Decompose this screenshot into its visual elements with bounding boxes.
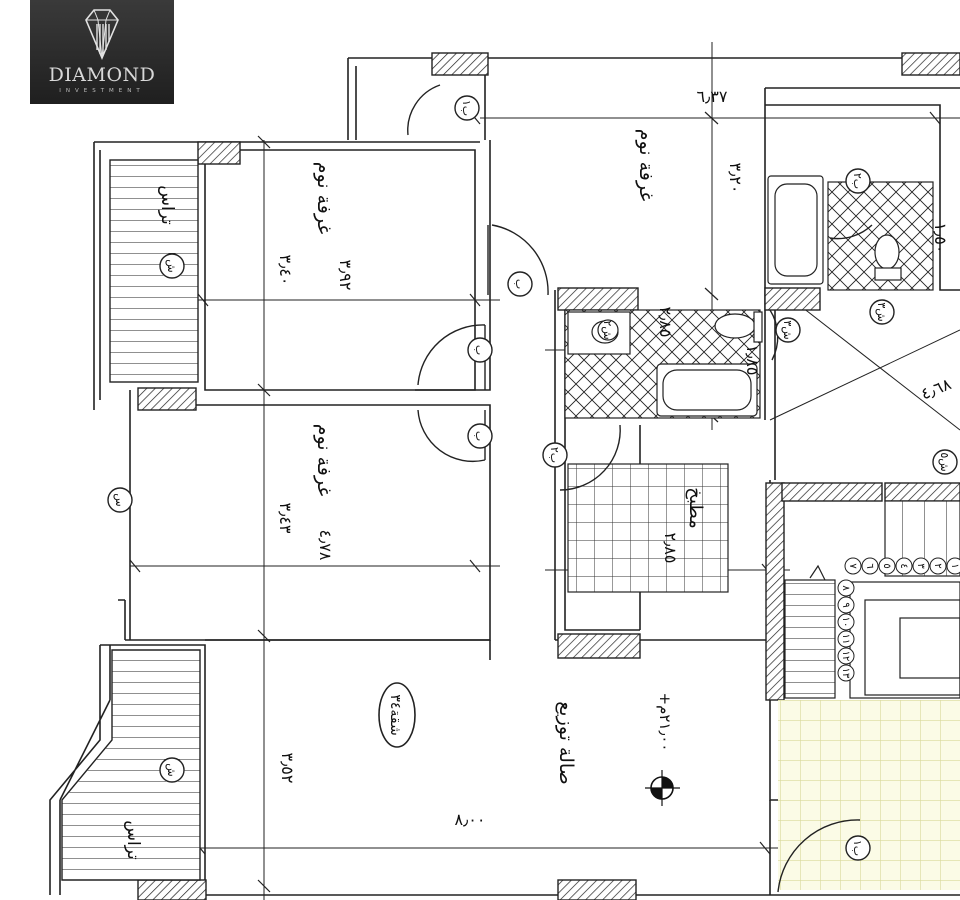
stair-step-marker — [878, 557, 896, 575]
bedroom2-label: غرفة نوم — [313, 162, 335, 235]
terrace-top-label: تراس — [157, 185, 177, 225]
diamond-icon — [85, 9, 119, 61]
tag-door-top: ب١ — [460, 100, 473, 116]
stair-step-marker — [837, 630, 855, 648]
hall-label: صالة توزيع — [555, 701, 577, 785]
dim-hall-depth: ٣٫٥٢ — [278, 753, 297, 784]
brand-tagline: INVESTMENT — [59, 88, 145, 94]
dim-bedroom2-width: ٣٫٩٢ — [336, 260, 355, 291]
tag-window-terrace2: ش — [165, 763, 178, 776]
level-text: +٢١٫٠٠م — [656, 693, 674, 752]
apartment-tag-text: شقة٣٤ — [387, 694, 403, 735]
stair-step-number: ١ — [949, 563, 960, 568]
stair-step-marker — [837, 664, 855, 682]
stair-step-number: ٤ — [898, 563, 909, 568]
stair-step-number: ٩ — [840, 602, 851, 607]
door-swings — [407, 84, 873, 893]
staircase — [784, 500, 960, 699]
terrace-bottom-label: تراس — [123, 820, 143, 860]
diamond-investment-logo: DIAMOND INVESTMENT — [30, 0, 174, 104]
brand-name: DIAMOND — [48, 64, 156, 86]
stair-step-number: ٧ — [847, 563, 858, 569]
stair-step-marker — [861, 557, 879, 575]
stair-step-number: ٥ — [881, 563, 892, 568]
stair-step-marker — [837, 579, 855, 597]
stair-step-marker — [837, 613, 855, 631]
tag-door-bath: ب٢ — [851, 173, 864, 189]
tag-door-entry: ب١ — [851, 840, 864, 856]
columns — [137, 52, 960, 900]
tag-window-bath3: ش٢ — [601, 320, 614, 339]
stair-step-number: ١٠ — [840, 617, 851, 628]
tag-opening-s: س — [113, 493, 126, 506]
tag-window-stair: ش٥ — [938, 452, 951, 471]
stair-step-number: ١١ — [840, 634, 851, 645]
kitchen-label: مطبخ — [685, 487, 706, 528]
opening-tags: ب١ ب ب ب ب٢ ب٢ ش٣ ش٣ ش س ش ش٥ ب١ ش٢ — [107, 95, 958, 861]
stair-step-number: ١٣ — [840, 668, 851, 679]
dim-bath-b: ٢٫٨٥ — [656, 307, 675, 338]
dim-corridor: ٤٫٦٨ — [918, 374, 954, 403]
stair-step-marker — [837, 647, 855, 665]
bedroom1-label: غرفة نوم — [635, 129, 657, 202]
stair-step-number: ٦ — [864, 563, 875, 568]
stair-step-marker — [844, 557, 862, 575]
tag-window-bath2: ش٣ — [781, 320, 794, 339]
dim-hall-width: ٨٫٠٠ — [455, 810, 486, 829]
stair-step-marker — [912, 557, 930, 575]
wet-areas — [564, 181, 960, 890]
tag-door-bed2: ب — [513, 279, 526, 289]
stair-step-number: ٣ — [915, 563, 926, 569]
dim-bath-c: ١٫٨٥ — [743, 345, 762, 376]
room-labels: غرفة نوم غرفة نوم غرفة نوم مطبخ صالة توز… — [123, 129, 706, 860]
tag-door-bed3: ب — [473, 431, 486, 441]
stair-step-number: ٨ — [840, 585, 851, 591]
fixtures — [567, 175, 902, 417]
dim-bedroom3-width: ٤٫٧٨ — [316, 530, 335, 561]
tag-window-terrace: ش — [165, 259, 178, 272]
tag-window-bath: ش٣ — [875, 302, 888, 321]
dim-kitchen: ٢٫٨٥ — [661, 533, 680, 564]
dim-bedroom3-depth: ٣٫٤٣ — [276, 503, 295, 534]
bedroom3-label: غرفة نوم — [313, 424, 335, 497]
tag-door-mid: ب — [473, 345, 486, 355]
apartment-tag: شقة٣٤ — [378, 682, 416, 748]
stair-step-number: ١٢ — [840, 651, 851, 662]
tag-door-kitchen: ب٢ — [548, 447, 561, 463]
stair-step-marker — [946, 557, 960, 575]
stair-step-marker — [895, 557, 913, 575]
stair-step-marker — [837, 596, 855, 614]
dim-bath-a: ١٫٥٠ — [931, 223, 950, 254]
dim-bedroom1-depth: ٣٫٢٠ — [726, 163, 745, 194]
dim-bedroom1-width: ٦٫٣٧ — [697, 87, 728, 106]
stair-step-marker — [929, 557, 947, 575]
level-marker: +٢١٫٠٠م — [645, 693, 680, 806]
stair-step-number: ٢ — [932, 563, 943, 568]
dim-bedroom2-depth: ٣٫٤٠ — [276, 255, 295, 286]
